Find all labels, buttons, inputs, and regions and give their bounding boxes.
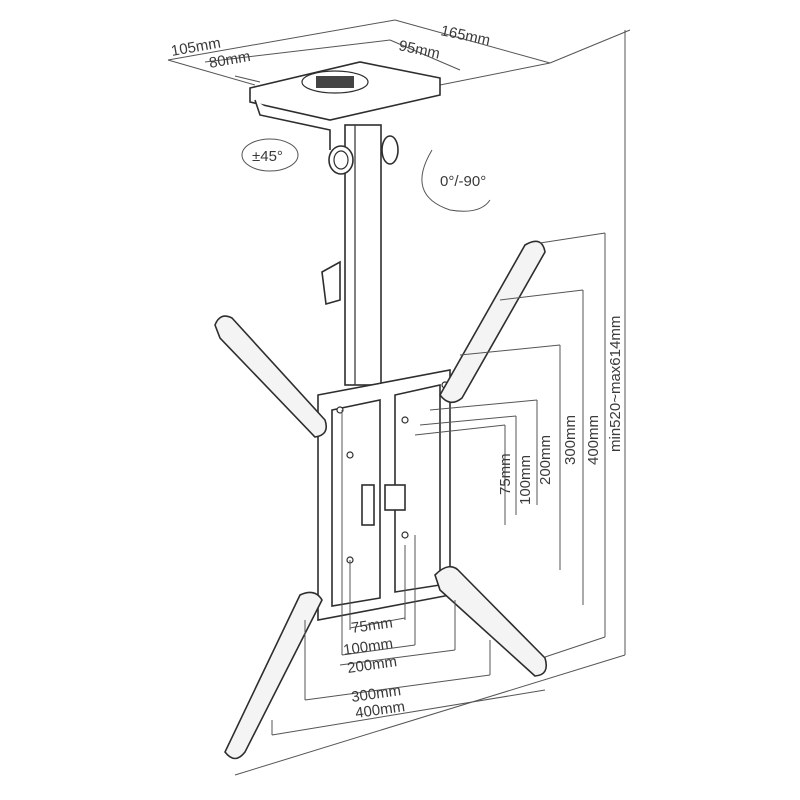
arm-top-left (214, 315, 328, 438)
swivel-label: ±45° (252, 148, 283, 165)
horizontal-dimension-lines (234, 410, 626, 776)
dim-height-range: min520~max614mm (607, 316, 624, 452)
dim-horizontal-75mm: 75mm (350, 614, 394, 637)
arm-top-right (439, 240, 546, 404)
dim-vertical-75mm: 75mm (497, 453, 514, 495)
arm-bottom-right (434, 565, 548, 677)
swivel-indicator (241, 138, 299, 172)
tilt-label: 0°/-90° (440, 173, 486, 190)
arm-bottom-left (224, 591, 323, 760)
dim-horizontal-400mm: 400mm (354, 698, 406, 722)
ceiling-plate-dimensions (167, 19, 631, 655)
dim-horizontal-100mm: 100mm (342, 635, 394, 659)
dim-80mm: 80mm (208, 48, 252, 72)
dim-vertical-100mm: 100mm (517, 455, 534, 505)
support-column (321, 124, 399, 386)
dim-vertical-200mm: 200mm (537, 435, 554, 485)
dim-horizontal-200mm: 200mm (346, 653, 398, 677)
dim-95mm: 95mm (397, 37, 441, 62)
dim-vertical-400mm: 400mm (585, 415, 602, 465)
dim-165mm: 165mm (439, 22, 491, 49)
dim-horizontal-300mm: 300mm (350, 682, 402, 706)
vertical-dimension-lines (414, 232, 606, 658)
dim-vertical-300mm: 300mm (562, 415, 579, 465)
ceiling-plate (249, 61, 441, 150)
vesa-plate (317, 369, 451, 621)
tilt-indicator (421, 149, 491, 212)
